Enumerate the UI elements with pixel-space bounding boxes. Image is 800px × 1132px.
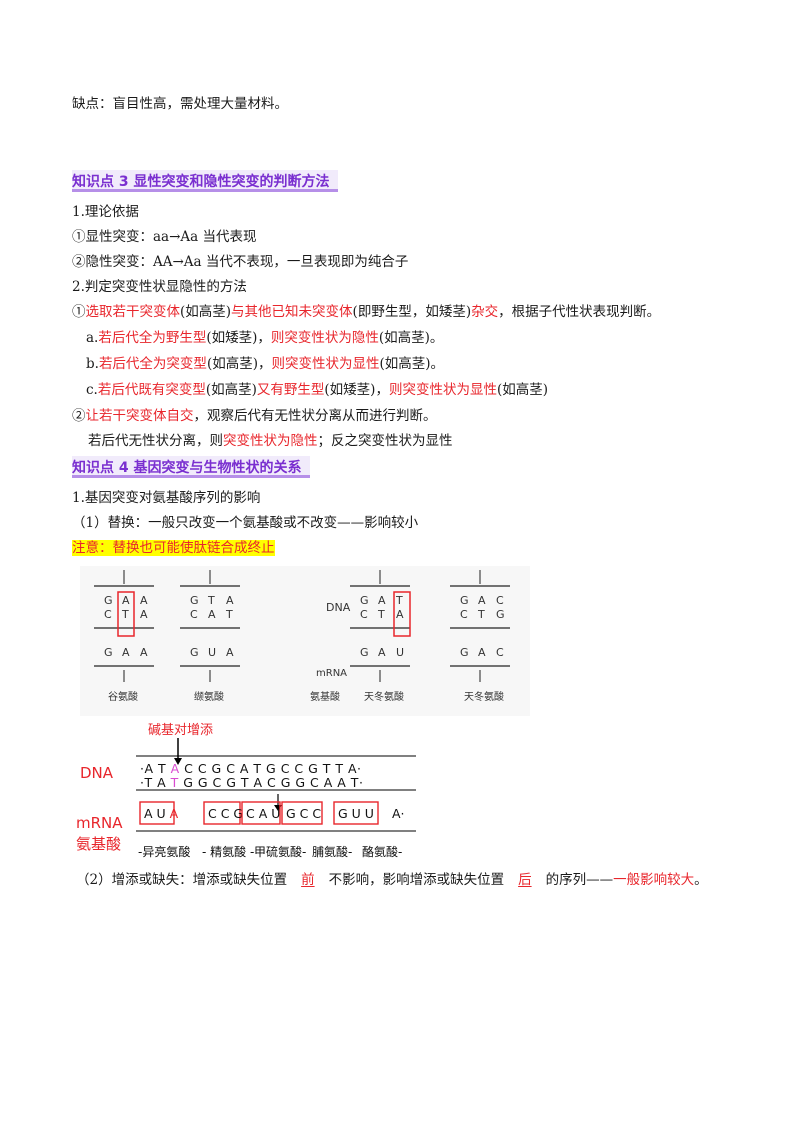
codon-box (203, 801, 241, 825)
amino-acid-text: -异亮氨酸 (138, 844, 190, 859)
case-a-line: a.若后代全为野生型(如矮茎)，则突变性状为隐性(如高茎)。 (86, 330, 444, 346)
amino-acid-text: 甲硫氨酸- (254, 844, 306, 859)
dna-base: C (190, 608, 198, 621)
dna-base: G (496, 608, 505, 621)
codon-text: C A U (246, 806, 280, 821)
mrna-label-2: mRNA (76, 814, 123, 832)
rna-base: A (226, 646, 234, 659)
rna-base: G (104, 646, 113, 659)
dna-base: G (360, 594, 369, 607)
dna-base: A (140, 608, 148, 621)
dna-base: C (360, 608, 368, 621)
dna-base: T (477, 608, 485, 621)
dna-base: A (122, 594, 130, 607)
dna-base: T (377, 608, 385, 621)
rna-base: U (208, 646, 216, 659)
rna-base: A (122, 646, 130, 659)
dna-bottom-strand: ·T A T G G C G T A C G G C A A T· (140, 775, 363, 790)
amino-acid-text: - 精氨酸 - (202, 844, 254, 859)
dna-base: A (226, 594, 234, 607)
dna-base: A (140, 594, 148, 607)
dna-base: G (190, 594, 199, 607)
method-heading: 2.判定突变性状显隐性的方法 (72, 279, 247, 295)
codon-box (281, 801, 323, 825)
highlight-box (117, 591, 135, 637)
mrna-label: mRNA (316, 668, 347, 679)
rna-base: G (190, 646, 199, 659)
rna-base: A (140, 646, 148, 659)
dna-label: DNA (326, 601, 351, 614)
dna-base: A (378, 594, 386, 607)
dna-label-2: DNA (80, 764, 114, 782)
dna-base: T (225, 608, 233, 621)
amino-acid-label: 天冬氨酸 (464, 690, 504, 703)
rna-base: A (378, 646, 386, 659)
dna-base: A (396, 608, 404, 621)
dna-base: A (208, 608, 216, 621)
inserted-base: A (171, 761, 180, 776)
dna-base: C (496, 594, 504, 607)
aa-label-2: 氨基酸 (76, 835, 121, 853)
codon-box (333, 801, 379, 825)
amino-acid-label: 氨基酸 (310, 690, 340, 703)
codon-box (241, 801, 281, 825)
substitution-line: （1）替换：一般只改变一个氨基酸或不改变——影响较小 (72, 515, 419, 531)
rna-base: C (496, 646, 504, 659)
amino-acid-text: 酪氨酸- (362, 844, 402, 859)
highlight-box (393, 591, 411, 637)
dna-top-strand: ·A T A C C G C A T G C C G T T A· (140, 761, 362, 776)
dna-base: T (395, 594, 403, 607)
insertion-deletion-line: （2）增添或缺失：增添或缺失位置前不影响，影响增添或缺失位置后的序列——一般影响… (76, 872, 708, 888)
codon-text: G U U (338, 806, 374, 821)
codon-text: C C G (208, 806, 243, 821)
amino-acid-label: 缬氨酸 (194, 690, 224, 703)
dna-base: A (478, 594, 486, 607)
rna-base: U (396, 646, 404, 659)
rna-base: G (460, 646, 469, 659)
dna-base: T (121, 608, 129, 621)
codon-box (139, 801, 175, 825)
codon-text: G C C (286, 806, 321, 821)
section-heading-3: 知识点 3 显性突变和隐性突变的判断方法 (72, 170, 338, 192)
dna-base: C (104, 608, 112, 621)
amino-acid-label: 天冬氨酸 (364, 690, 404, 703)
amino-acid-label: 谷氨酸 (108, 690, 138, 703)
dna-base: G (460, 594, 469, 607)
method-2-line: ②让若干突变体自交，观察后代有无性状分离从而进行判断。 (72, 408, 437, 424)
dna-base: C (460, 608, 468, 621)
drawback-line: 缺点：盲目性高，需处理大量材料。 (72, 96, 288, 112)
codon-text: A U A (144, 806, 179, 821)
case-b-line: b.若后代全为突变型(如高茎)，则突变性状为显性(如高茎)。 (86, 356, 445, 372)
theory-basis-heading: 1.理论依据 (72, 204, 139, 220)
rna-base: A (478, 646, 486, 659)
amino-acid-text: 脯氨酸- (312, 844, 352, 859)
dominant-mutation-line: ①显性突变：aa→Aa 当代表现 (72, 229, 257, 245)
effect-heading: 1.基因突变对氨基酸序列的影响 (72, 490, 261, 506)
insertion-title: 碱基对增添 (148, 723, 213, 738)
case-c-line: c.若后代既有突变型(如高茎)又有野生型(如矮茎)，则突变性状为显性(如高茎) (86, 382, 548, 398)
dna-base: G (104, 594, 113, 607)
rna-base: G (360, 646, 369, 659)
dna-base: T (207, 594, 215, 607)
method-1-line: ①选取若干突变体(如高茎)与其他已知未突变体(即野生型，如矮茎)杂交，根据子代性… (72, 304, 661, 320)
codon-text: A· (392, 806, 405, 821)
recessive-mutation-line: ②隐性突变：AA→Aa 当代不表现，一旦表现即为纯合子 (72, 254, 409, 270)
insertion-figure: 碱基对增添 DNA ·A T A C C G C A T G C C G T T… (76, 723, 416, 859)
selfing-result-line: 若后代无性状分离，则突变性状为隐性；反之突变性状为显性 (88, 433, 453, 449)
note-line: 注意：替换也可能使肽链合成终止 (72, 540, 275, 556)
section-heading-4: 知识点 4 基因突变与生物性状的关系 (72, 456, 310, 478)
